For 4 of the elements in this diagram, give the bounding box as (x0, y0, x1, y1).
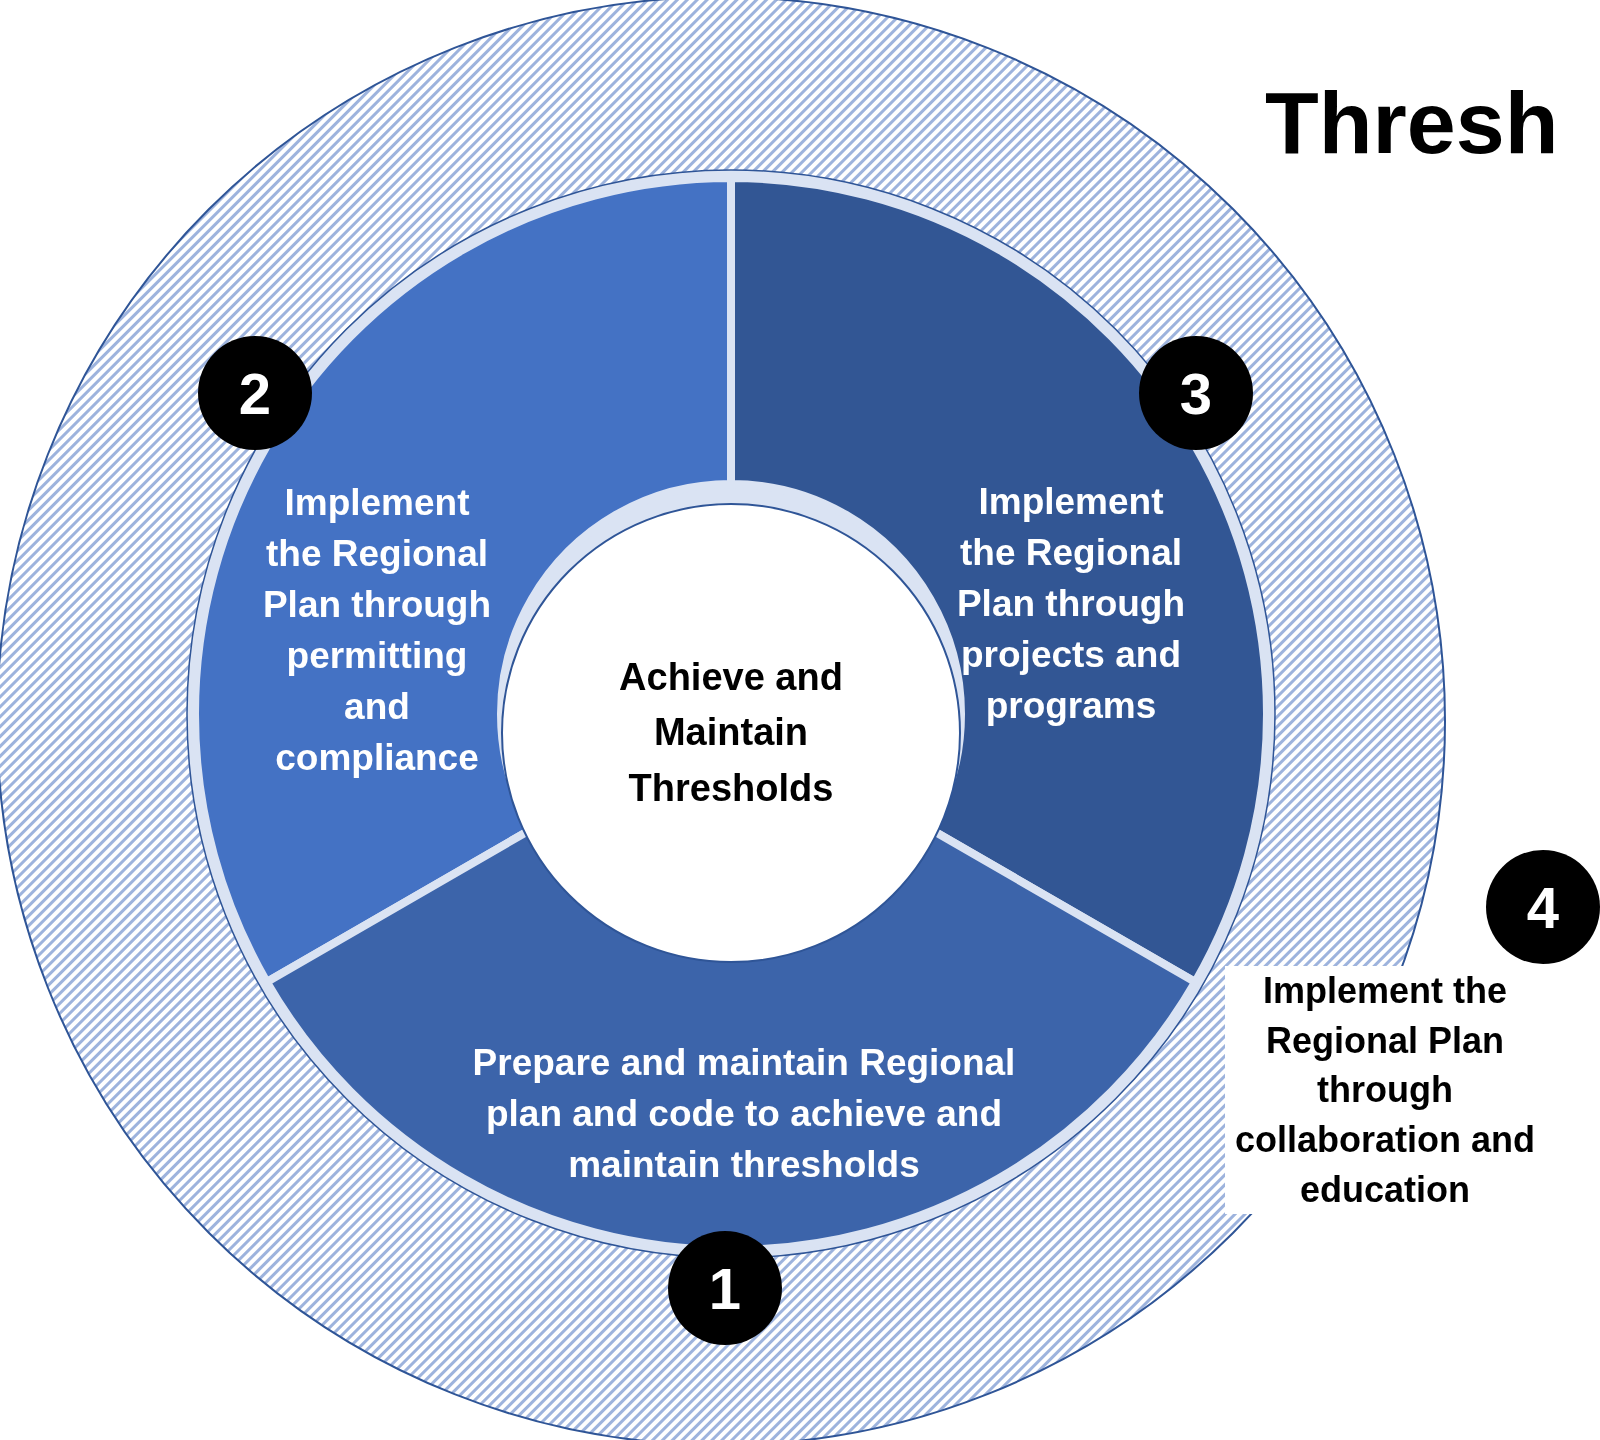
segment-text: Implement the Regional Plan through permitting and compliance (261, 481, 493, 781)
number-badge: 4 (1486, 850, 1600, 964)
title: Thresh (1265, 72, 1559, 174)
segment-text: Prepare and maintain Regional plan and code to achieve and maintain thresholds (471, 1040, 1017, 1187)
